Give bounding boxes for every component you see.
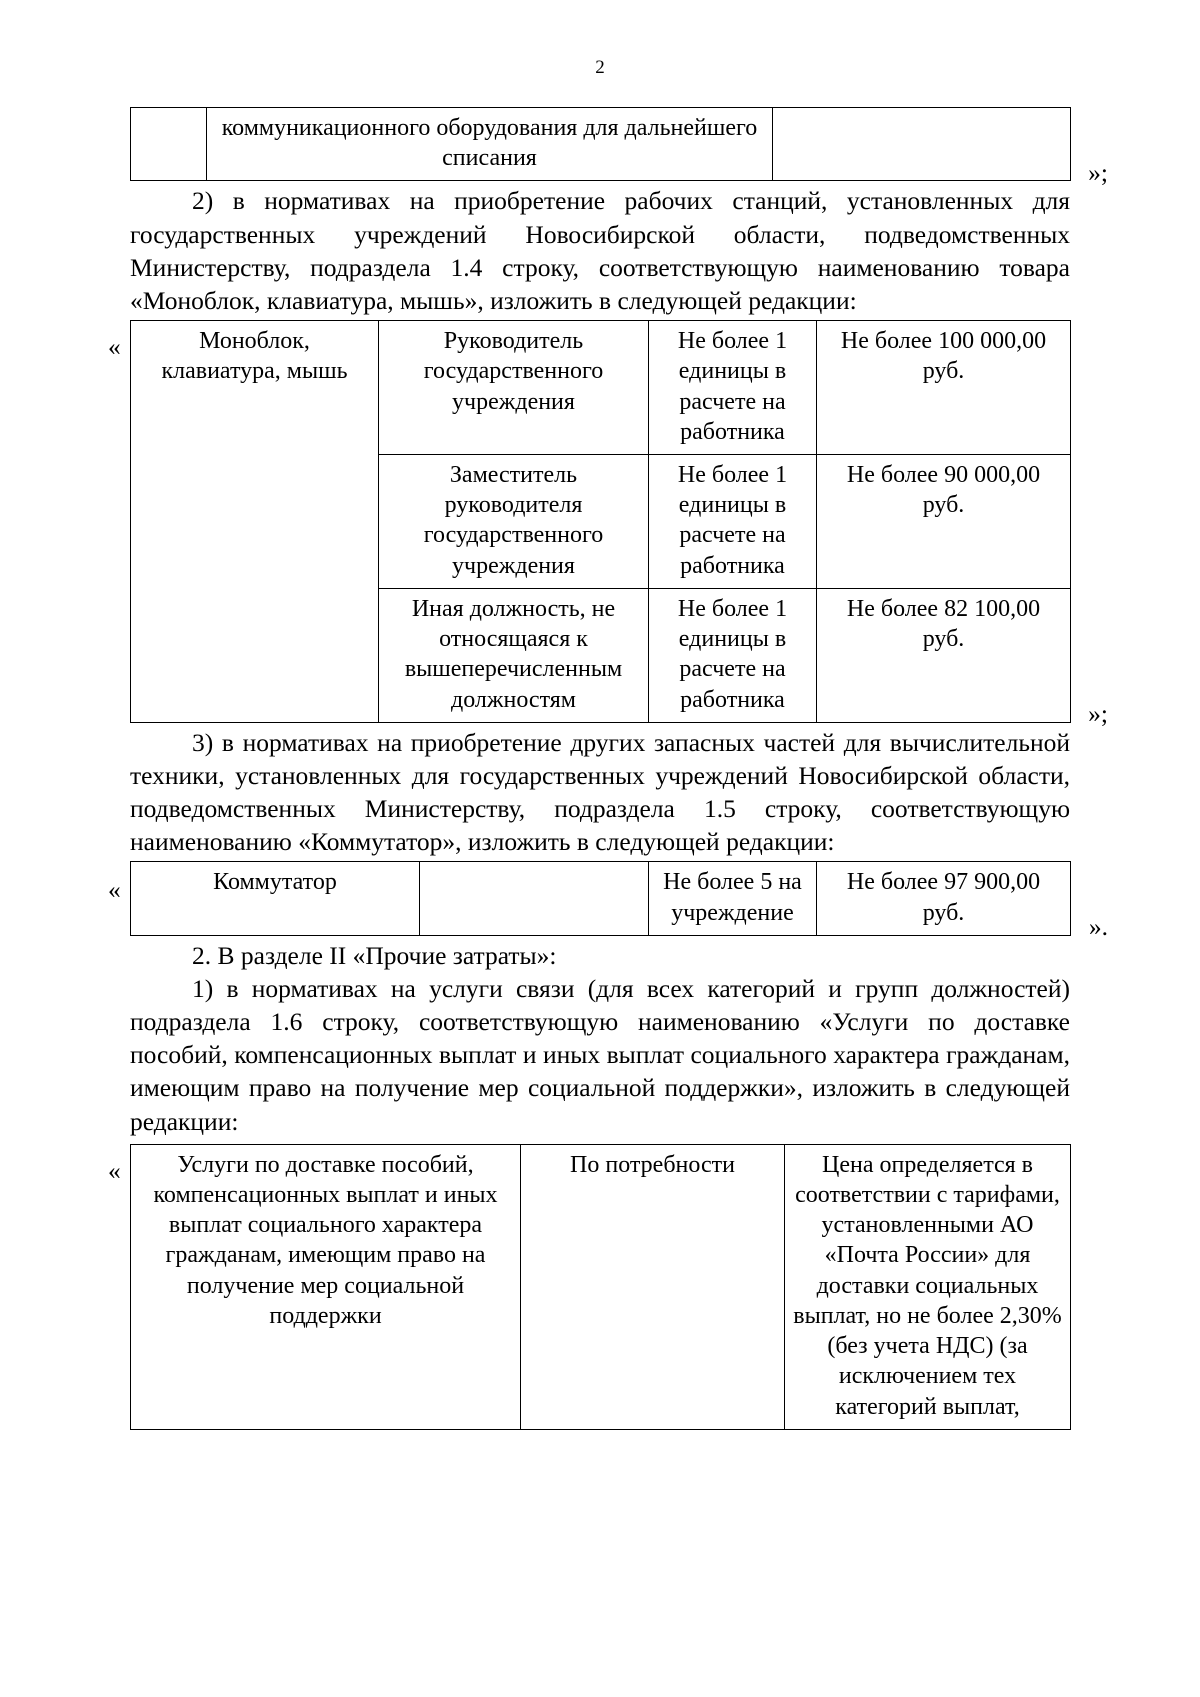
cell-empty-left <box>130 106 207 182</box>
cell-position: Заместитель руководителя государственног… <box>378 453 649 589</box>
table-1-wrapper: коммуникационного оборудования для дальн… <box>130 106 1108 185</box>
cell-empty-right <box>772 106 1071 182</box>
closing-guillemet: »; <box>1088 699 1108 729</box>
paragraph-item-3: 3) в нормативах на приобретение других з… <box>130 727 1070 857</box>
table-row: Коммутатор Не более 5 на учреждение Не б… <box>130 861 1071 936</box>
cell-quantity: По потребности <box>520 1143 785 1430</box>
opening-guillemet: « <box>108 875 121 905</box>
cell-item-name: Моноблок, клавиатура, мышь <box>130 320 379 723</box>
table-3-wrapper: « Коммутатор Не более 5 на учреждение Не… <box>108 861 1108 939</box>
table-row: Моноблок, клавиатура, мышь Руководитель … <box>130 320 1071 723</box>
table-row: коммуникационного оборудования для дальн… <box>130 106 1071 182</box>
cell-price: Не более 97 900,00 руб. <box>816 861 1071 936</box>
table-delivery-services: Услуги по доставке пособий, компенсацион… <box>130 1143 1071 1430</box>
cell-equipment-description: коммуникационного оборудования для дальн… <box>206 106 773 182</box>
opening-guillemet: « <box>108 332 121 362</box>
closing-guillemet: »; <box>1088 157 1108 187</box>
table-4-wrapper: « Услуги по доставке пособий, компенсаци… <box>108 1143 1071 1430</box>
closing-guillemet: ». <box>1088 912 1108 942</box>
paragraph-item-1-services: 1) в нормативах на услуги связи (для все… <box>130 974 1070 1136</box>
cell-quantity: Не более 1 единицы в расчете на работник… <box>648 453 817 589</box>
cell-empty <box>419 861 649 936</box>
page-number: 2 <box>595 57 605 78</box>
cell-service-name: Услуги по доставке пособий, компенсацион… <box>130 1143 521 1430</box>
cell-price: Не более 100 000,00 руб. <box>816 320 1071 455</box>
document-content: коммуникационного оборудования для дальн… <box>108 77 1108 1430</box>
paragraph-item-2: 2) в нормативах на приобретение рабочих … <box>130 186 1070 315</box>
table-2-wrapper: « Моноблок, клавиатура, мышь Руководител… <box>108 320 1108 726</box>
opening-guillemet: « <box>108 1155 121 1185</box>
cell-price-description: Цена определяется в соответствии с тариф… <box>784 1143 1071 1430</box>
table-monoblock: Моноблок, клавиатура, мышь Руководитель … <box>130 320 1071 723</box>
table-row: Иная должность, не относящаяся к вышепер… <box>131 587 1071 723</box>
cell-position: Руководитель государственного учреждения <box>378 320 649 455</box>
table-row: Заместитель руководителя государственног… <box>131 453 1071 589</box>
cell-position: Иная должность, не относящаяся к вышепер… <box>378 587 649 723</box>
table-continuation: коммуникационного оборудования для дальн… <box>130 106 1071 182</box>
cell-price: Не более 82 100,00 руб. <box>816 587 1071 723</box>
cell-item-name: Коммутатор <box>130 861 420 936</box>
cell-quantity: Не более 5 на учреждение <box>648 861 817 936</box>
paragraph-section-2: 2. В разделе II «Прочие затраты»: <box>192 940 557 970</box>
table-row: Услуги по доставке пособий, компенсацион… <box>130 1143 1071 1430</box>
table-switch: Коммутатор Не более 5 на учреждение Не б… <box>130 861 1071 936</box>
cell-quantity: Не более 1 единицы в расчете на работник… <box>648 320 817 455</box>
cell-price: Не более 90 000,00 руб. <box>816 453 1071 589</box>
cell-quantity: Не более 1 единицы в расчете на работник… <box>648 587 817 723</box>
